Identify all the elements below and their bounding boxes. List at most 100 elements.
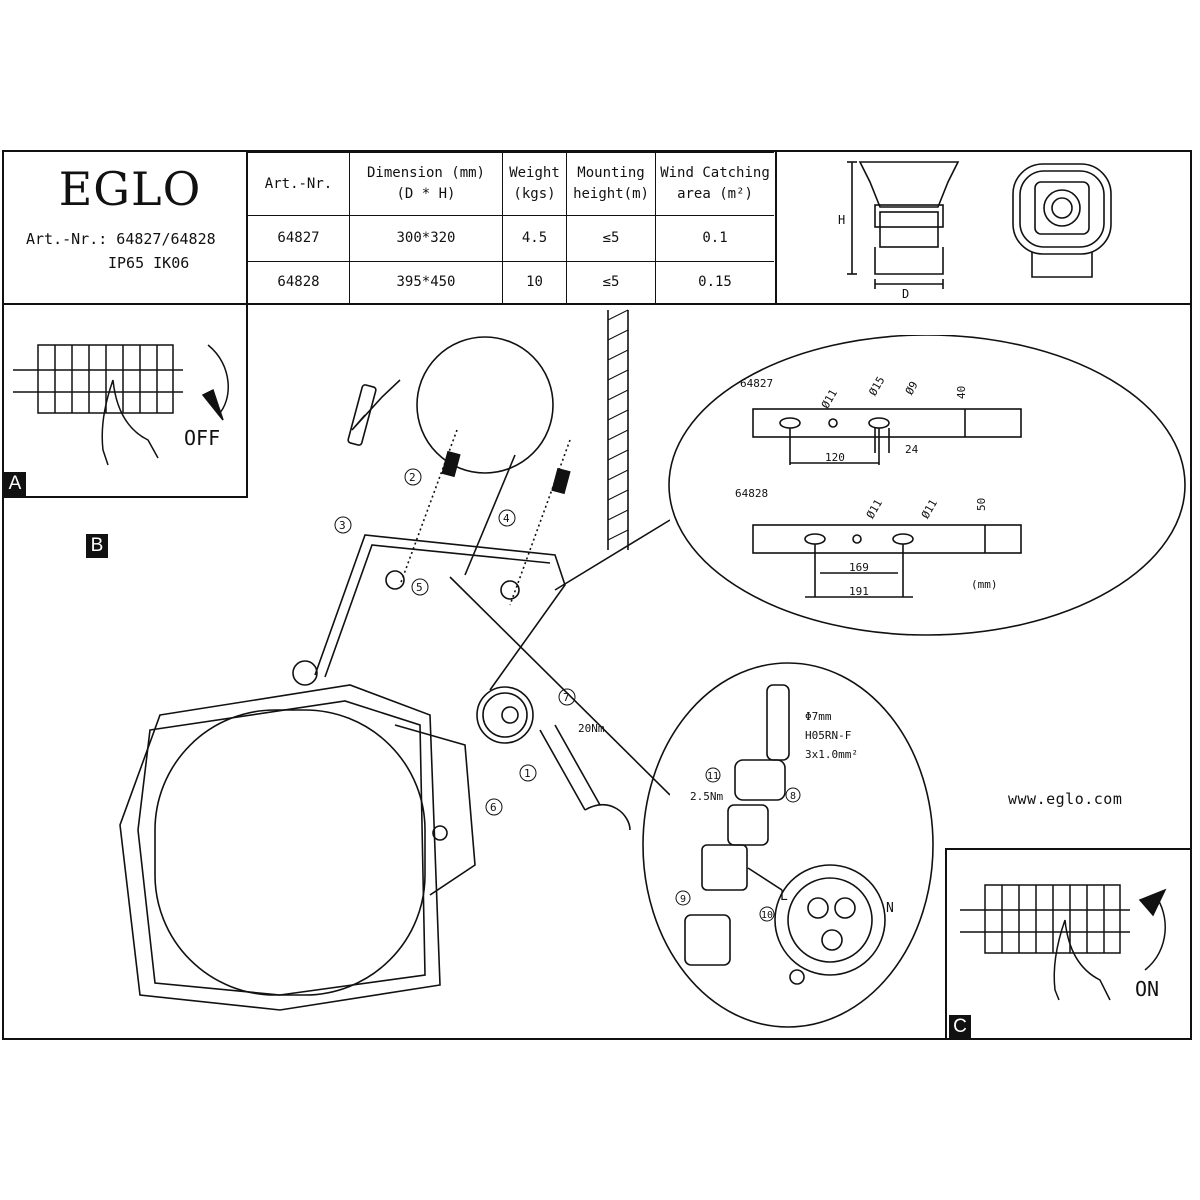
svg-text:2: 2 — [409, 471, 416, 484]
panel-a-bottom — [2, 496, 248, 498]
header-divider — [2, 303, 1192, 305]
col-header-art: Art.-Nr. — [247, 152, 350, 216]
screw-icon — [551, 467, 571, 495]
dimension-label: 191 — [849, 585, 869, 598]
article-numbers: Art.-Nr.: 64827/64828 — [26, 230, 216, 248]
connector-body — [684, 914, 731, 966]
panel-c-top — [945, 848, 1192, 850]
protection-rating: IP65 IK06 — [108, 254, 190, 272]
cell-weight: 4.5 — [502, 215, 567, 262]
svg-text:3: 3 — [339, 519, 346, 532]
hole-label: Ø11 — [919, 497, 940, 521]
svg-text:1: 1 — [524, 767, 531, 780]
cable-diameter: Φ7mm — [805, 710, 832, 723]
lamp-side-body — [858, 161, 960, 208]
cell-weight: 10 — [502, 261, 567, 304]
on-label: ON — [1135, 977, 1159, 1001]
col-header-dimension: Dimension (mm)(D * H) — [349, 152, 503, 216]
panel-b-label: B — [86, 534, 108, 558]
screw-icon — [441, 450, 461, 478]
hand-with-wrench — [584, 803, 631, 831]
cable-connection-detail: Φ7mm H05RN-F 3x1.0mm² 2.5Nm L N 11 8 9 1… — [642, 662, 934, 1028]
svg-text:7: 7 — [563, 691, 570, 704]
col-header-weight: Weight(kgs) — [502, 152, 567, 216]
torque-label-small: 2.5Nm — [690, 790, 723, 803]
model-64828-label: 64828 — [735, 487, 768, 500]
adjust-knob — [476, 686, 534, 744]
svg-text:6: 6 — [490, 801, 497, 814]
step-markers: 2 3 4 5 6 7 1 — [334, 468, 576, 816]
detail-bubble — [642, 662, 934, 1028]
panel-c-label: C — [949, 1015, 971, 1039]
header-left-divider — [246, 150, 248, 498]
svg-text:11: 11 — [707, 771, 719, 782]
rotate-arrow-icon — [207, 344, 229, 416]
instruction-sheet-frame — [2, 150, 1192, 1040]
hole-label: Ø9 — [903, 379, 921, 397]
cable-type: H05RN-F — [805, 729, 851, 742]
assembly-illustration: 2 3 4 5 6 7 1 20Nm — [119, 309, 670, 1011]
breaker-modules — [54, 345, 158, 413]
bracket-plate-64827 — [752, 408, 1022, 438]
cell-dimension: 395*450 — [349, 261, 503, 304]
gland-nut — [734, 759, 786, 801]
website-url: www.eglo.com — [1008, 790, 1123, 808]
svg-text:9: 9 — [680, 894, 686, 905]
product-dimension-drawing: H D — [838, 161, 1112, 301]
depth-label: D — [902, 287, 909, 301]
hole-label: Ø15 — [866, 374, 887, 398]
dimension-label: 120 — [825, 451, 845, 464]
dimension-label: 50 — [975, 498, 988, 511]
svg-text:4: 4 — [503, 512, 510, 525]
table-row: 64828 395*450 10 ≤5 0.15 — [247, 261, 774, 304]
panel-c-left — [945, 848, 947, 1040]
brand-logo: EGLO — [58, 162, 202, 216]
terminal-block — [774, 864, 886, 976]
spec-table: Art.-Nr. Dimension (mm)(D * H) Weight(kg… — [247, 152, 774, 304]
bracket-hole-detail: 64827 64828 Ø11 Ø15 Ø9 120 24 40 Ø11 Ø11… — [668, 335, 1186, 636]
svg-text:5: 5 — [416, 581, 423, 594]
lamp-side-base — [879, 211, 939, 248]
lamp-side-housing — [874, 204, 944, 228]
breaker-off-illustration: OFF — [13, 344, 229, 466]
breaker-modules — [1001, 885, 1105, 953]
step-markers: 11 8 9 10 — [675, 767, 801, 922]
cell-art: 64828 — [247, 261, 350, 304]
screw-detail-bubble — [416, 336, 554, 474]
dimension-label: 40 — [955, 386, 968, 399]
breaker-on-illustration: ON — [960, 884, 1167, 1001]
cell-wind: 0.15 — [655, 261, 774, 304]
off-label: OFF — [184, 426, 220, 450]
height-label: H — [838, 213, 845, 227]
detail-bubble — [668, 335, 1186, 636]
svg-text:8: 8 — [790, 791, 796, 802]
wall-plug-icon — [347, 384, 377, 446]
lamp-front-bracket — [1031, 252, 1093, 278]
lamp-lens — [154, 709, 426, 996]
terminal-n-label: N — [886, 901, 894, 916]
header-right-divider — [775, 150, 777, 305]
earth-icon — [789, 969, 805, 985]
cable-spec: 3x1.0mm² — [805, 748, 858, 761]
gland-body — [701, 844, 748, 891]
bracket-plate-64828 — [752, 524, 1022, 554]
lamp-side-bracket — [874, 247, 944, 275]
wrench-icon — [539, 724, 601, 811]
dimension-label: 169 — [849, 561, 869, 574]
svg-text:10: 10 — [761, 910, 773, 921]
lamp-front-outline — [1012, 163, 1112, 255]
cell-dimension: 300*320 — [349, 215, 503, 262]
cell-mounting: ≤5 — [566, 215, 656, 262]
cell-art: 64827 — [247, 215, 350, 262]
model-64827-label: 64827 — [740, 377, 773, 390]
lamp-head — [119, 684, 441, 1011]
cell-wind: 0.1 — [655, 215, 774, 262]
hole-label: Ø11 — [864, 497, 885, 521]
terminal-l-label: L — [780, 889, 788, 904]
cell-mounting: ≤5 — [566, 261, 656, 304]
hole-label: Ø11 — [819, 387, 840, 411]
mounting-bracket — [314, 534, 566, 691]
table-row: 64827 300*320 4.5 ≤5 0.1 — [247, 215, 774, 262]
